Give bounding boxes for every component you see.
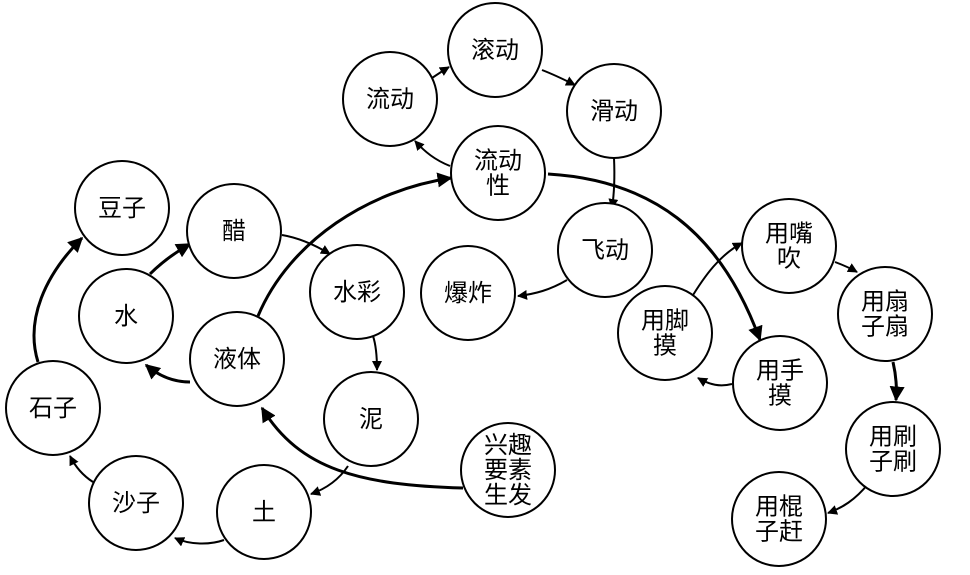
node-shazi: 沙子 xyxy=(88,455,184,551)
node-label: 吹 xyxy=(777,245,801,273)
node-label: 豆子 xyxy=(98,194,146,222)
node-huadong: 滑动 xyxy=(566,63,662,159)
node-label: 摸 xyxy=(768,382,792,410)
node-shizi: 石子 xyxy=(5,360,101,456)
node-circle xyxy=(74,160,170,256)
edge-yeti-liudongxing xyxy=(256,172,453,317)
edge-shuicai-ni xyxy=(371,335,382,371)
edge-shizi-douzi xyxy=(32,236,84,363)
node-label: 用刷 xyxy=(869,423,917,451)
node-label: 子赶 xyxy=(755,518,803,546)
node-label: 水 xyxy=(114,302,138,330)
node-circle xyxy=(460,422,556,518)
node-label: 兴趣 xyxy=(484,431,532,459)
node-gundong: 滚动 xyxy=(447,2,543,98)
node-circle xyxy=(566,63,662,159)
edge-liudongxing-liudong xyxy=(414,140,451,167)
edge-shui-cu xyxy=(148,242,192,276)
node-label: 生发 xyxy=(484,481,532,509)
node-circle xyxy=(323,371,419,467)
node-ni: 泥 xyxy=(323,371,419,467)
node-label: 子刷 xyxy=(869,448,917,476)
node-yeti: 液体 xyxy=(189,311,285,407)
node-label: 飞动 xyxy=(581,236,629,264)
node-yongzuichui: 用嘴吹 xyxy=(741,198,837,294)
node-circle xyxy=(342,51,438,147)
node-label: 子扇 xyxy=(861,313,909,341)
node-circle xyxy=(732,335,828,431)
node-yongjiaomo: 用脚摸 xyxy=(617,285,713,381)
node-label: 摸 xyxy=(653,332,677,360)
edge-huadong-feidong xyxy=(608,157,619,209)
node-feidong: 飞动 xyxy=(557,202,653,298)
node-circle xyxy=(186,183,282,279)
node-label: 用手 xyxy=(756,357,804,385)
node-circle xyxy=(5,360,101,456)
node-label: 用嘴 xyxy=(765,220,813,248)
node-label: 用扇 xyxy=(861,288,909,316)
node-label: 液体 xyxy=(213,345,261,373)
node-label: 性 xyxy=(486,172,510,200)
nodes: 兴趣要素生发流动性流动滚动滑动飞动爆炸液体醋水彩泥土沙子石子水豆子用脚摸用手摸用… xyxy=(5,2,941,567)
node-shui: 水 xyxy=(78,268,174,364)
node-circle xyxy=(78,268,174,364)
node-label: 滑动 xyxy=(590,97,638,125)
node-circle xyxy=(731,471,827,567)
node-circle xyxy=(741,198,837,294)
node-circle xyxy=(845,401,941,497)
node-label: 水彩 xyxy=(333,278,381,306)
node-liudong: 流动 xyxy=(342,51,438,147)
node-circle xyxy=(189,311,285,407)
edge-liudongxing-yongshoumo xyxy=(547,172,763,342)
node-label: 用棍 xyxy=(755,493,803,521)
edges xyxy=(32,66,905,547)
node-label: 流动 xyxy=(366,85,414,113)
node-circle xyxy=(617,285,713,381)
node-label: 流动 xyxy=(474,147,522,175)
node-label: 土 xyxy=(252,498,276,526)
node-circle xyxy=(309,244,405,340)
node-circle xyxy=(88,455,184,551)
node-label: 醋 xyxy=(222,217,246,245)
edge-feidong-baozha xyxy=(517,279,568,300)
node-circle xyxy=(447,2,543,98)
node-cu: 醋 xyxy=(186,183,282,279)
edge-yeti-shui xyxy=(144,363,191,384)
node-circle xyxy=(420,245,516,341)
node-douzi: 豆子 xyxy=(74,160,170,256)
edge-liudong-gundong xyxy=(431,66,450,79)
node-label: 沙子 xyxy=(112,489,160,517)
edge-yongshan-yongshua xyxy=(889,361,905,402)
node-circle xyxy=(837,266,933,362)
node-label: 滚动 xyxy=(471,36,519,64)
node-yongshoumo: 用手摸 xyxy=(732,335,828,431)
node-tu: 土 xyxy=(216,464,312,560)
edge-ni-tu xyxy=(310,465,349,496)
node-label: 爆炸 xyxy=(444,279,492,307)
edge-yongshoumo-yongjiaomo xyxy=(697,377,733,387)
node-label: 要素 xyxy=(484,456,532,484)
node-shuicai: 水彩 xyxy=(309,244,405,340)
node-circle xyxy=(216,464,312,560)
node-label: 泥 xyxy=(359,405,383,433)
edge-xingqu-yeti xyxy=(260,406,464,490)
node-label: 石子 xyxy=(29,394,77,422)
edge-tu-shazi xyxy=(174,537,225,547)
edge-yongshua-yonggun xyxy=(827,483,869,515)
edge-yongjiaomo-yongzuichui xyxy=(689,242,743,301)
edge-cu-shuicai xyxy=(281,234,331,255)
edge-shazi-shizi xyxy=(69,455,94,483)
node-circle xyxy=(450,125,546,221)
node-liudongxing: 流动性 xyxy=(450,125,546,221)
edge-yongzuichui-yongshan xyxy=(834,261,858,273)
node-baozha: 爆炸 xyxy=(420,245,516,341)
node-circle xyxy=(557,202,653,298)
node-label: 用脚 xyxy=(641,307,689,335)
edge-gundong-huadong xyxy=(541,69,576,86)
